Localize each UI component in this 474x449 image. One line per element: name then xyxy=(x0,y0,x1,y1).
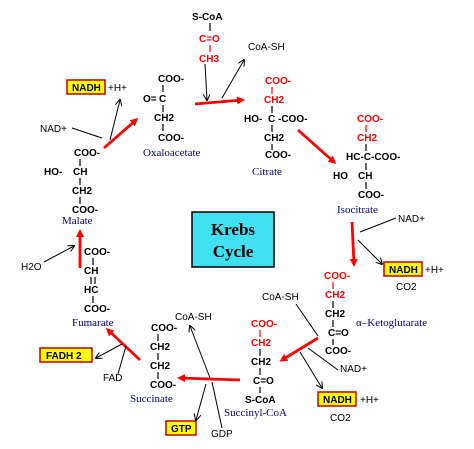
oxaloacetate-coo1: COO- xyxy=(158,74,184,85)
malate-coo1: COO- xyxy=(74,148,100,159)
co2-right-label: CO2 xyxy=(396,282,417,293)
succinyl-coa-coo: COO- xyxy=(251,319,277,330)
succinate: COO- CH2 CH2 COO- Succinate xyxy=(130,323,177,405)
arrow-ketoglutarate-to-succinylcoa xyxy=(279,336,319,362)
isocitrate: COO- CH2 HC-C-COO- HO CH COO- Isocitrate xyxy=(333,114,400,216)
citrate-c: C xyxy=(268,114,275,125)
fadh2-box xyxy=(39,347,93,363)
citrate-name: Citrate xyxy=(252,166,282,178)
isocitrate-name: Isocitrate xyxy=(337,204,378,216)
ketoglutarate-name: α–Ketoglutarate xyxy=(356,317,427,329)
oxaloacetate-ch2: CH2 xyxy=(154,113,174,124)
gtp-box xyxy=(165,420,197,436)
isocitrate-coo1: COO- xyxy=(357,114,383,125)
h-bottom-label: +H+ xyxy=(360,395,379,406)
malate-coo2: COO- xyxy=(72,205,98,216)
nad-right-label: NAD+ xyxy=(398,214,425,225)
fumarate-coo1: COO- xyxy=(84,247,110,258)
h2o-label: H2O xyxy=(21,262,42,273)
fumarate-coo2: COO- xyxy=(84,304,110,315)
arrow-isocitrate-to-ketoglutarate xyxy=(349,221,358,267)
h-right-label: +H+ xyxy=(425,265,444,276)
isocitrate-ch: CH xyxy=(358,171,372,182)
fumarate-name: Fumarate xyxy=(72,317,114,329)
succinyl-coa-name: Succinyl-CoA xyxy=(224,407,287,419)
malate-ho: HO- xyxy=(44,167,62,178)
arrow-oxaloacetate-to-citrate xyxy=(194,96,245,106)
arrow-citrate-to-isocitrate xyxy=(297,128,337,164)
citrate-coo2: -COO- xyxy=(278,114,307,125)
malate: COO- HO- CH CH2 COO- Malate xyxy=(44,148,100,227)
malate-name: Malate xyxy=(62,215,93,227)
oxaloacetate-c: C xyxy=(159,94,166,105)
isocitrate-ch2: CH2 xyxy=(357,133,377,144)
isocitrate-ho: HO xyxy=(333,171,348,182)
acetyl-coa: S-CoA C=O CH3 xyxy=(192,12,223,65)
oxaloacetate: COO- O= C CH2 COO- Oxaloacetate xyxy=(143,74,201,159)
arrow-succinylcoa-to-succinate xyxy=(177,374,241,383)
fumarate-ch2: HC xyxy=(84,285,98,296)
succinate-coo2: COO- xyxy=(150,380,176,391)
co2-bottom-label: CO2 xyxy=(330,413,351,424)
fad-label: FAD xyxy=(103,373,122,384)
cofactors: CoA-SH NAD+ NADH +H+ NAD+ NADH +H+ CO2 C… xyxy=(21,42,444,440)
citrate-ch2a: CH2 xyxy=(264,95,284,106)
citrate-ho: HO- xyxy=(244,114,262,125)
fumarate-ch1: CH xyxy=(84,266,98,277)
ketoglutarate-coo2: COO- xyxy=(325,346,351,357)
succinyl-coa: COO- CH2 CH2 C=O S-CoA Succinyl-CoA xyxy=(224,319,287,419)
ketoglutarate-ch2b: CH2 xyxy=(325,309,345,320)
nadh-bottom-label: NADH xyxy=(323,395,352,406)
coa-sh-mid-label: CoA-SH xyxy=(262,292,299,303)
malate-ch2: CH2 xyxy=(72,186,92,197)
ketoglutarate-coo1: COO- xyxy=(324,271,350,282)
oxaloacetate-name: Oxaloacetate xyxy=(143,147,201,159)
cycle-arrows xyxy=(76,96,358,383)
succinyl-coa-ch2b: CH2 xyxy=(251,357,271,368)
succinyl-coa-ch2a: CH2 xyxy=(251,338,271,349)
acetyl-ch3: CH3 xyxy=(199,54,219,65)
nad-mid-label: NAD+ xyxy=(340,364,367,375)
nad-top-label: NAD+ xyxy=(40,124,67,135)
nadh-right-box xyxy=(383,261,423,277)
arrow-malate-to-oxaloacetate xyxy=(103,118,139,150)
succinyl-coa-c: C=O xyxy=(253,376,274,387)
acetyl-s-coa: S-CoA xyxy=(192,12,223,23)
nadh-top-box xyxy=(66,79,106,95)
ketoglutarate-c: C=O xyxy=(328,328,349,339)
citrate-coo3: COO- xyxy=(265,150,291,161)
succinate-ch2b: CH2 xyxy=(150,361,170,372)
acetyl-co: C=O xyxy=(199,34,220,45)
h-top-label: +H+ xyxy=(108,83,127,94)
krebs-cycle-box: Krebs Cycle xyxy=(191,211,275,268)
citrate-coo1: COO- xyxy=(265,76,291,87)
succinate-name: Succinate xyxy=(130,393,173,405)
succinate-coo1: COO- xyxy=(151,323,177,334)
fumarate: COO- CH HC COO- Fumarate xyxy=(72,247,114,329)
nadh-top-label: NADH xyxy=(72,83,101,94)
fadh2-label: FADH 2 xyxy=(46,351,82,362)
center-title-line1: Krebs xyxy=(211,220,255,239)
coa-sh-top-label: CoA-SH xyxy=(248,42,285,53)
succinate-ch2a: CH2 xyxy=(150,342,170,353)
oxaloacetate-o: O= xyxy=(143,94,157,105)
succinyl-coa-s: S-CoA xyxy=(245,395,276,406)
arrow-succinate-to-fumarate xyxy=(105,327,141,362)
ketoglutarate-ch2a: CH2 xyxy=(325,290,345,301)
citrate-ch2b: CH2 xyxy=(264,133,284,144)
nadh-right-label: NADH xyxy=(389,265,418,276)
center-title-line2: Cycle xyxy=(213,242,254,261)
alpha-ketoglutarate: COO- CH2 CH2 C=O COO- α–Ketoglutarate xyxy=(324,271,427,357)
isocitrate-coo2: COO- xyxy=(358,190,384,201)
gtp-label: GTP xyxy=(171,424,192,435)
citrate: COO- CH2 HO- C -COO- CH2 COO- Citrate xyxy=(244,76,307,178)
coa-sh-bottom-label: CoA-SH xyxy=(175,312,212,323)
oxaloacetate-coo2: COO- xyxy=(158,133,184,144)
nadh-bottom-box xyxy=(317,391,357,407)
gdp-label: GDP xyxy=(211,429,233,440)
malate-ch: CH xyxy=(73,167,87,178)
isocitrate-hc: HC-C-COO- xyxy=(346,152,400,163)
